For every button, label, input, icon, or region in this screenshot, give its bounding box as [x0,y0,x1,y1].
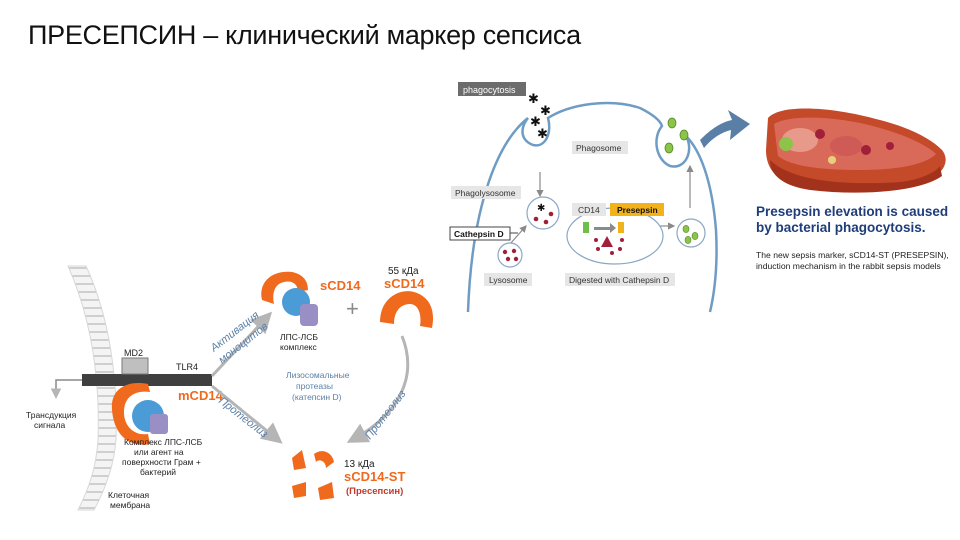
lysosomal-text-2: протеазы [296,381,333,391]
cell-membrane [67,265,117,511]
presepsin-block-yellow [618,222,624,233]
transduction-arrow [50,379,82,399]
to-tissue-arrow [700,110,750,148]
scd14-right-label: sCD14 [384,276,425,291]
proteolysis-arrow-left [211,384,283,444]
mcd14-label: mCD14 [178,388,224,403]
lysosome-label-bg [484,273,532,286]
scd14-fragments [292,450,334,500]
tissue-image [766,108,946,193]
complex-text-1: Комплекс ЛПС-ЛСБ [124,437,203,447]
kda-13-label: 13 кДа [344,459,375,470]
macrophage-cell-outline [466,101,718,313]
phagolysosome-label-bg [451,186,521,199]
presepsin-triangle [601,236,613,247]
mcd14-orange-shape [111,383,150,445]
digest-arrow [594,223,616,233]
presepsin-ru-label: (Пресепсин) [346,486,403,497]
scd14-top-lavender [300,304,318,326]
mcd14-lavender-block [150,414,168,434]
scd14-right-horseshoe [380,291,434,328]
phagolysosome-label: Phagolysosome [455,188,516,198]
cd14-block-green [583,222,589,233]
green-particles-top [664,117,689,154]
arrow-lysosome-up [509,225,527,245]
phagosome-label-bg [572,141,628,154]
md2-box [121,357,149,375]
proteolysis-label-left: Протеолиз [216,395,270,441]
bacteria-group: ✱ ✱ ✱ ✱ [528,91,551,141]
md2-label: MD2 [124,348,143,358]
lps-lsb-text-2: комплекс [280,342,317,352]
digested-label: Digested with Cathepsin D [569,275,669,285]
presepsin-label: Presepsin [617,205,658,215]
lysosomal-text-1: Лизосомальные [286,370,350,380]
phagolysosome-bacterium: ✱ [537,203,545,214]
cd14-label-bg [572,203,606,216]
scd14-st-label: sCD14-ST [344,469,405,484]
transduction-label-1: Трансдукция [26,410,77,420]
bacterium-mark: ✱ [528,91,539,106]
lysosomal-text-3: (катепсин D) [292,392,342,402]
membrane-text-1: Клеточная [108,490,150,500]
presepsin-caption-sub: The new sepsis marker, sCD14-ST (PRESEPS… [756,250,949,271]
kda-55-label: 55 кДа [388,266,419,277]
slide-title: ПРЕСЕПСИН – клинический маркер сепсиса [28,20,581,50]
cd14-label: CD14 [578,205,600,215]
tlr4-receptor-bar [82,374,212,386]
lps-lsb-text-1: ЛПС-ЛСБ [280,332,318,342]
presepsin-caption: Presepsin elevation is caused by bacteri… [756,204,949,235]
proteolysis-label-right: Протеолиз [363,388,409,442]
phagocytosis-label: phagocytosis [463,85,516,95]
membrane-text-2: мембрана [110,500,150,510]
bacterium-mark: ✱ [537,126,548,141]
scd14-top-label: sCD14 [320,278,361,293]
phagocytosis-label-bg [458,82,526,96]
scd14-top-orange [261,271,308,304]
plus-sign: + [346,296,359,321]
phagosome-label: Phagosome [576,143,622,153]
proteolysis-arrow-right [346,335,410,443]
digested-label-bg [565,273,675,286]
tlr4-label: TLR4 [176,362,198,372]
cathepsin-label: Cathepsin D [454,229,504,239]
lysosome-label: Lysosome [489,275,528,285]
bacterium-mark: ✱ [540,103,551,118]
transduction-label-2: сигнала [34,420,65,430]
presepsin-label-bg [610,203,664,216]
complex-text-2: или агент на [134,447,184,457]
activation-arrow [210,311,273,378]
complex-text-3: поверхности Грам + [122,457,201,467]
bacterium-mark: ✱ [530,114,541,129]
complex-text-4: бактерий [140,467,176,477]
